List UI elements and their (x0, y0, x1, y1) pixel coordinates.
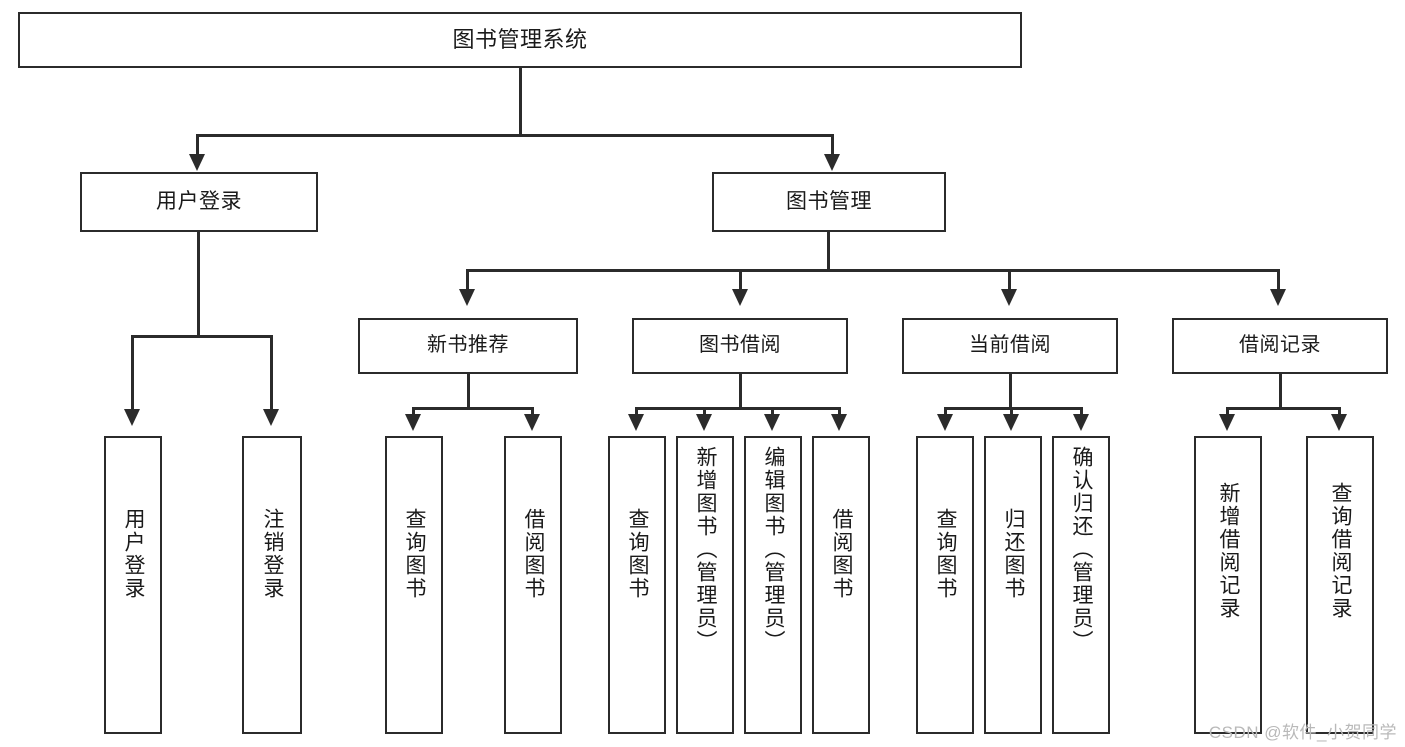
arrow-to-leaf-edit-book (764, 414, 780, 431)
connector-new-book-rec-bus (412, 407, 534, 410)
node-current-borrow[interactable]: 当前借阅 (902, 318, 1118, 374)
arrow-to-book-manage (824, 154, 840, 171)
leaf-borrow-book-new-rec[interactable]: 借阅图书 (504, 436, 562, 734)
leaf-confirm-return-admin[interactable]: 确认归还（管理员） (1052, 436, 1110, 734)
arrow-to-book-borrow (732, 289, 748, 306)
connector-root-to-user-login (196, 134, 199, 156)
leaf-label: 确认归还（管理员） (1070, 446, 1094, 653)
node-label: 图书管理 (786, 189, 872, 213)
node-label: 图书管理系统 (452, 27, 588, 53)
leaf-query-book-new-rec[interactable]: 查询图书 (385, 436, 443, 734)
arrow-to-leaf-user-login (124, 409, 140, 426)
connector-to-borrow-record (1277, 269, 1280, 291)
leaf-return-book[interactable]: 归还图书 (984, 436, 1042, 734)
watermark: CSDN @软件_小贺同学 (1208, 723, 1397, 742)
arrow-to-leaf-query-record (1331, 414, 1347, 431)
connector-current-borrow-bus (944, 407, 1083, 410)
leaf-query-book-borrow[interactable]: 查询图书 (608, 436, 666, 734)
leaf-label: 查询图书 (934, 508, 958, 600)
arrow-to-leaf-return-book (1003, 414, 1019, 431)
connector-book-manage-stem (827, 232, 830, 272)
leaf-label: 查询图书 (626, 508, 650, 600)
node-new-book-rec[interactable]: 新书推荐 (358, 318, 578, 374)
connector-to-book-borrow (739, 269, 742, 291)
connector-current-borrow-branch-2 (1010, 407, 1013, 416)
leaf-query-book-current[interactable]: 查询图书 (916, 436, 974, 734)
node-label: 用户登录 (156, 189, 242, 213)
connector-book-borrow-branch-1 (635, 407, 638, 416)
arrow-to-borrow-record (1270, 289, 1286, 306)
leaf-label: 新增图书（管理员） (694, 446, 718, 653)
connector-new-book-rec-branch-2 (531, 407, 534, 416)
arrow-to-leaf-query-book-2 (628, 414, 644, 431)
connector-borrow-record-branch-1 (1226, 407, 1229, 416)
connector-root-to-book-manage (831, 134, 834, 156)
connector-book-borrow-stem (739, 374, 742, 410)
arrow-to-current-borrow (1001, 289, 1017, 306)
connector-to-new-book-rec (466, 269, 469, 291)
leaf-label: 用户登录 (122, 508, 146, 600)
connector-user-login-stem (197, 232, 200, 338)
connector-level3-bus (466, 269, 1280, 272)
connector-book-borrow-branch-4 (838, 407, 841, 416)
connector-current-borrow-stem (1009, 374, 1012, 410)
node-book-borrow[interactable]: 图书借阅 (632, 318, 848, 374)
leaf-borrow-book-borrow[interactable]: 借阅图书 (812, 436, 870, 734)
connector-book-borrow-bus (635, 407, 841, 410)
connector-new-book-rec-branch-1 (412, 407, 415, 416)
connector-to-current-borrow (1008, 269, 1011, 291)
arrow-to-user-login (189, 154, 205, 171)
node-label: 新书推荐 (427, 334, 509, 357)
connector-borrow-record-stem (1279, 374, 1282, 410)
connector-root-stem (519, 68, 522, 136)
node-borrow-record[interactable]: 借阅记录 (1172, 318, 1388, 374)
leaf-edit-book-admin[interactable]: 编辑图书（管理员） (744, 436, 802, 734)
arrow-to-leaf-confirm-return (1073, 414, 1089, 431)
connector-new-book-rec-stem (467, 374, 470, 410)
arrow-to-new-book-rec (459, 289, 475, 306)
connector-book-borrow-branch-3 (771, 407, 774, 416)
leaf-user-login[interactable]: 用户登录 (104, 436, 162, 734)
node-book-manage[interactable]: 图书管理 (712, 172, 946, 232)
leaf-query-borrow-record[interactable]: 查询借阅记录 (1306, 436, 1374, 734)
arrow-to-leaf-add-record (1219, 414, 1235, 431)
arrow-to-leaf-logout (263, 409, 279, 426)
leaf-label: 查询图书 (403, 508, 427, 600)
leaf-label: 新增借阅记录 (1217, 482, 1241, 620)
connector-borrow-record-branch-2 (1338, 407, 1341, 416)
connector-user-login-branch-1 (131, 335, 134, 411)
connector-current-borrow-branch-3 (1080, 407, 1083, 416)
arrow-to-leaf-query-book-3 (937, 414, 953, 431)
leaf-logout[interactable]: 注销登录 (242, 436, 302, 734)
leaf-label: 借阅图书 (830, 508, 854, 600)
connector-current-borrow-branch-1 (944, 407, 947, 416)
node-label: 借阅记录 (1239, 334, 1321, 357)
connector-user-login-bus (131, 335, 273, 338)
connector-book-borrow-branch-2 (703, 407, 706, 416)
connector-root-bus (196, 134, 834, 137)
leaf-label: 借阅图书 (522, 508, 546, 600)
arrow-to-leaf-query-book-1 (405, 414, 421, 431)
arrow-to-leaf-borrow-book-2 (831, 414, 847, 431)
leaf-label: 归还图书 (1002, 508, 1026, 600)
leaf-label: 编辑图书（管理员） (762, 446, 786, 653)
node-label: 图书借阅 (699, 334, 781, 357)
arrow-to-leaf-borrow-book-1 (524, 414, 540, 431)
leaf-add-book-admin[interactable]: 新增图书（管理员） (676, 436, 734, 734)
node-root-system[interactable]: 图书管理系统 (18, 12, 1022, 68)
leaf-label: 查询借阅记录 (1329, 482, 1353, 620)
connector-user-login-branch-2 (270, 335, 273, 411)
arrow-to-leaf-add-book (696, 414, 712, 431)
node-user-login[interactable]: 用户登录 (80, 172, 318, 232)
leaf-add-borrow-record[interactable]: 新增借阅记录 (1194, 436, 1262, 734)
node-label: 当前借阅 (969, 334, 1051, 357)
leaf-label: 注销登录 (261, 508, 285, 600)
connector-borrow-record-bus (1226, 407, 1341, 410)
